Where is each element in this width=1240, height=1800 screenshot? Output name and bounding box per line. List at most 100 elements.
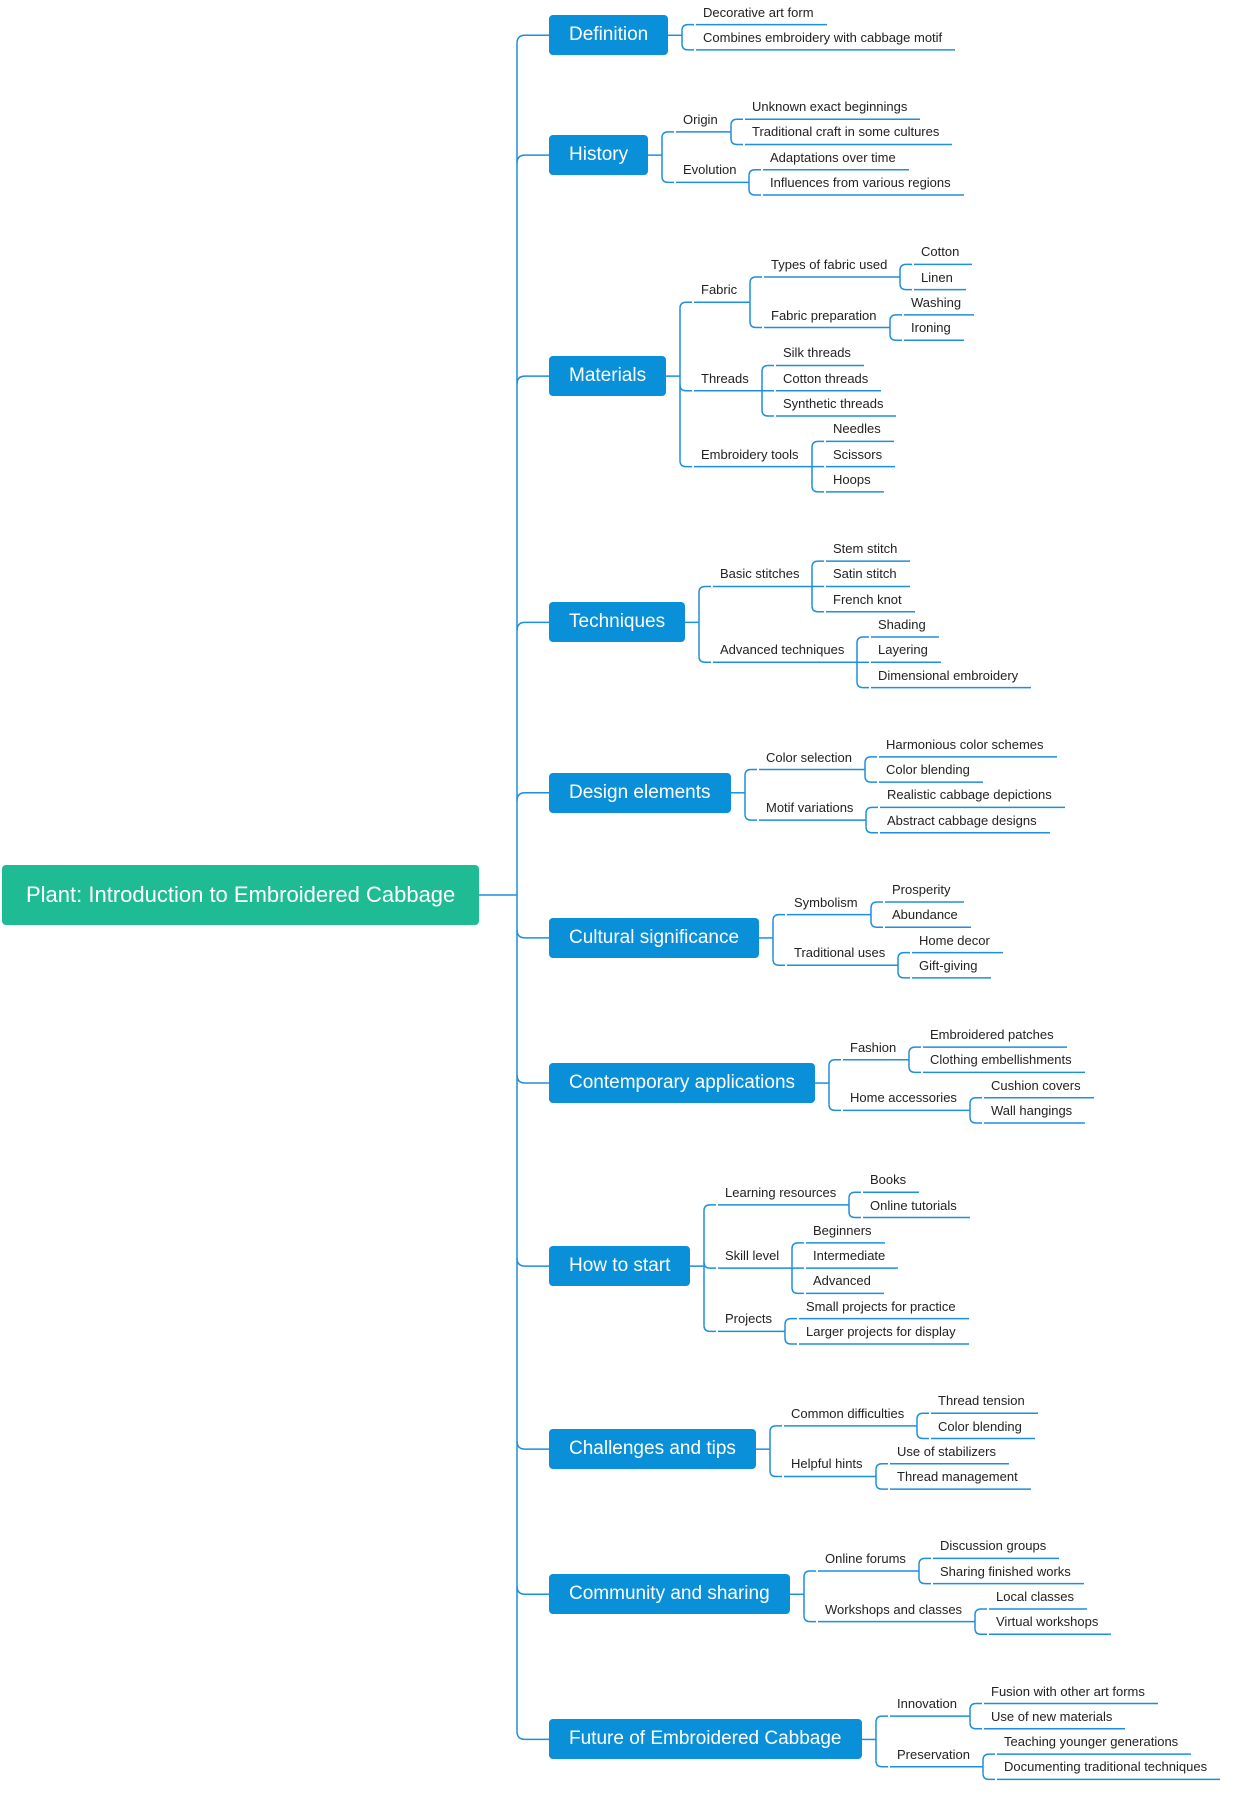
leaf-documenting-traditional-techniques[interactable]: Documenting traditional techniques [1004, 1759, 1208, 1775]
connector-helpful-hints [875, 1483, 888, 1490]
topic-basic-stitches[interactable]: Basic stitches [720, 566, 800, 582]
leaf-prosperity[interactable]: Prosperity [892, 882, 951, 897]
leaf-hoops[interactable]: Hoops [833, 471, 871, 487]
branch-challenges-and-tips[interactable]: Challenges and tips [549, 1429, 756, 1470]
leaf-local-classes[interactable]: Local classes [996, 1588, 1075, 1604]
leaf-traditional-craft-in-some-cultures[interactable]: Traditional craft in some cultures [752, 124, 940, 140]
leaf-decorative-art-form[interactable]: Decorative art form [703, 4, 814, 20]
leaf-online-tutorials[interactable]: Online tutorials [870, 1197, 957, 1213]
leaf-wall-hangings[interactable]: Wall hangings [991, 1102, 1073, 1118]
connector-branch-challenges-and-tips [769, 1470, 782, 1478]
leaf-larger-projects-for-display[interactable]: Larger projects for display [806, 1323, 956, 1339]
leaf-influences-from-various-regions[interactable]: Influences from various regions [770, 175, 951, 191]
topic-symbolism[interactable]: Symbolism [794, 894, 858, 910]
topic-traditional-uses[interactable]: Traditional uses [794, 945, 886, 961]
branch-community-and-sharing[interactable]: Community and sharing [549, 1574, 790, 1615]
topic-projects[interactable]: Projects [725, 1311, 772, 1327]
leaf-synthetic-threads[interactable]: Synthetic threads [783, 396, 884, 412]
topic-learning-resources[interactable]: Learning resources [725, 1184, 837, 1200]
topic-threads[interactable]: Threads [701, 370, 749, 386]
leaf-ironing[interactable]: Ironing [911, 320, 951, 336]
topic-home-accessories[interactable]: Home accessories [850, 1090, 957, 1106]
leaf-combines-embroidery-with-cabbage-motif[interactable]: Combines embroidery with cabbage motif [703, 29, 943, 45]
leaf-stem-stitch[interactable]: Stem stitch [833, 541, 898, 557]
branch-materials[interactable]: Materials [549, 356, 667, 397]
leaf-color-blending[interactable]: Color blending [886, 762, 970, 778]
topic-embroidery-tools[interactable]: Embroidery tools [701, 446, 799, 462]
leaf-books[interactable]: Books [870, 1172, 907, 1188]
topic-types-of-fabric-used[interactable]: Types of fabric used [771, 256, 888, 272]
topic-origin[interactable]: Origin [683, 111, 718, 127]
connector-learning-resources [848, 1211, 861, 1219]
leaf-virtual-workshops[interactable]: Virtual workshops [996, 1614, 1099, 1630]
leaf-french-knot[interactable]: French knot [833, 591, 902, 607]
leaf-dimensional-embroidery[interactable]: Dimensional embroidery [878, 667, 1019, 683]
leaf-use-of-stabilizers[interactable]: Use of stabilizers [897, 1443, 996, 1459]
connector-workshops-and-classes [974, 1628, 987, 1635]
topic-common-difficulties[interactable]: Common difficulties [791, 1405, 905, 1421]
leaf-realistic-cabbage-depictions[interactable]: Realistic cabbage depictions [887, 787, 1052, 803]
connector-common-difficulties [916, 1412, 929, 1420]
topic-motif-variations[interactable]: Motif variations [766, 800, 854, 816]
leaf-harmonious-color-schemes[interactable]: Harmonious color schemes [886, 736, 1044, 752]
branch-history[interactable]: History [549, 135, 649, 176]
topic-online-forums[interactable]: Online forums [825, 1551, 906, 1567]
topic-fabric-preparation[interactable]: Fabric preparation [771, 307, 877, 323]
topic-color-selection[interactable]: Color selection [766, 749, 852, 765]
root-topic[interactable]: Plant: Introduction to Embroidered Cabba… [2, 865, 480, 925]
branch-how-to-start[interactable]: How to start [549, 1246, 691, 1287]
leaf-sharing-finished-works[interactable]: Sharing finished works [940, 1563, 1071, 1579]
leaf-discussion-groups[interactable]: Discussion groups [940, 1538, 1047, 1554]
leaf-thread-management[interactable]: Thread management [897, 1469, 1018, 1485]
branch-contemporary-applications[interactable]: Contemporary applications [549, 1063, 816, 1104]
leaf-silk-threads[interactable]: Silk threads [783, 345, 851, 361]
leaf-gift-giving[interactable]: Gift-giving [919, 957, 978, 973]
topic-fabric[interactable]: Fabric [701, 282, 738, 298]
leaf-abstract-cabbage-designs[interactable]: Abstract cabbage designs [887, 812, 1037, 828]
leaf-clothing-embellishments[interactable]: Clothing embellishments [930, 1052, 1072, 1068]
leaf-linen[interactable]: Linen [921, 269, 953, 285]
connector-branch-materials [679, 301, 692, 309]
connector-learning-resources [848, 1191, 861, 1199]
leaf-home-decor[interactable]: Home decor [919, 932, 990, 948]
branch-future-of-embroidered-cabbage[interactable]: Future of Embroidered Cabbage [549, 1719, 862, 1760]
branch-definition[interactable]: Definition [549, 15, 669, 56]
leaf-thread-tension[interactable]: Thread tension [938, 1393, 1025, 1409]
topic-innovation[interactable]: Innovation [897, 1696, 957, 1712]
leaf-beginners[interactable]: Beginners [813, 1222, 872, 1238]
leaf-cotton[interactable]: Cotton [921, 244, 960, 260]
branch-techniques[interactable]: Techniques [549, 602, 686, 643]
topic-workshops-and-classes[interactable]: Workshops and classes [825, 1601, 963, 1617]
leaf-shading[interactable]: Shading [878, 617, 926, 633]
leaf-needles[interactable]: Needles [833, 421, 881, 437]
leaf-advanced[interactable]: Advanced [813, 1273, 871, 1289]
leaf-satin-stitch[interactable]: Satin stitch [833, 566, 897, 582]
leaf-layering[interactable]: Layering [878, 642, 928, 658]
topic-helpful-hints[interactable]: Helpful hints [791, 1456, 863, 1472]
topic-evolution[interactable]: Evolution [683, 162, 737, 178]
topic-preservation[interactable]: Preservation [897, 1746, 970, 1762]
topic-fashion[interactable]: Fashion [850, 1039, 897, 1055]
leaf-cushion-covers[interactable]: Cushion covers [991, 1077, 1081, 1093]
branch-design-elements[interactable]: Design elements [549, 772, 731, 813]
leaf-color-blending[interactable]: Color blending [938, 1418, 1022, 1434]
leaf-small-projects-for-practice[interactable]: Small projects for practice [806, 1298, 956, 1314]
leaf-adaptations-over-time[interactable]: Adaptations over time [770, 149, 896, 165]
connector-branch-how-to-start [703, 1325, 716, 1333]
connector-advanced-techniques [856, 681, 869, 689]
leaf-embroidered-patches[interactable]: Embroidered patches [930, 1027, 1054, 1043]
leaf-cotton-threads[interactable]: Cotton threads [783, 370, 869, 386]
leaf-use-of-new-materials[interactable]: Use of new materials [991, 1708, 1113, 1724]
leaf-washing[interactable]: Washing [911, 294, 962, 310]
leaf-unknown-exact-beginnings[interactable]: Unknown exact beginnings [752, 99, 908, 115]
leaf-abundance[interactable]: Abundance [892, 907, 958, 923]
leaf-scissors[interactable]: Scissors [833, 446, 883, 462]
topic-advanced-techniques[interactable]: Advanced techniques [720, 642, 845, 658]
topic-skill-level[interactable]: Skill level [725, 1248, 780, 1264]
branch-cultural-significance[interactable]: Cultural significance [549, 917, 760, 958]
connector-origin [730, 138, 743, 146]
connector-branch-design-elements [744, 768, 757, 776]
leaf-fusion-with-other-art-forms[interactable]: Fusion with other art forms [991, 1683, 1145, 1699]
leaf-intermediate[interactable]: Intermediate [813, 1248, 886, 1264]
leaf-teaching-younger-generations[interactable]: Teaching younger generations [1004, 1734, 1179, 1750]
